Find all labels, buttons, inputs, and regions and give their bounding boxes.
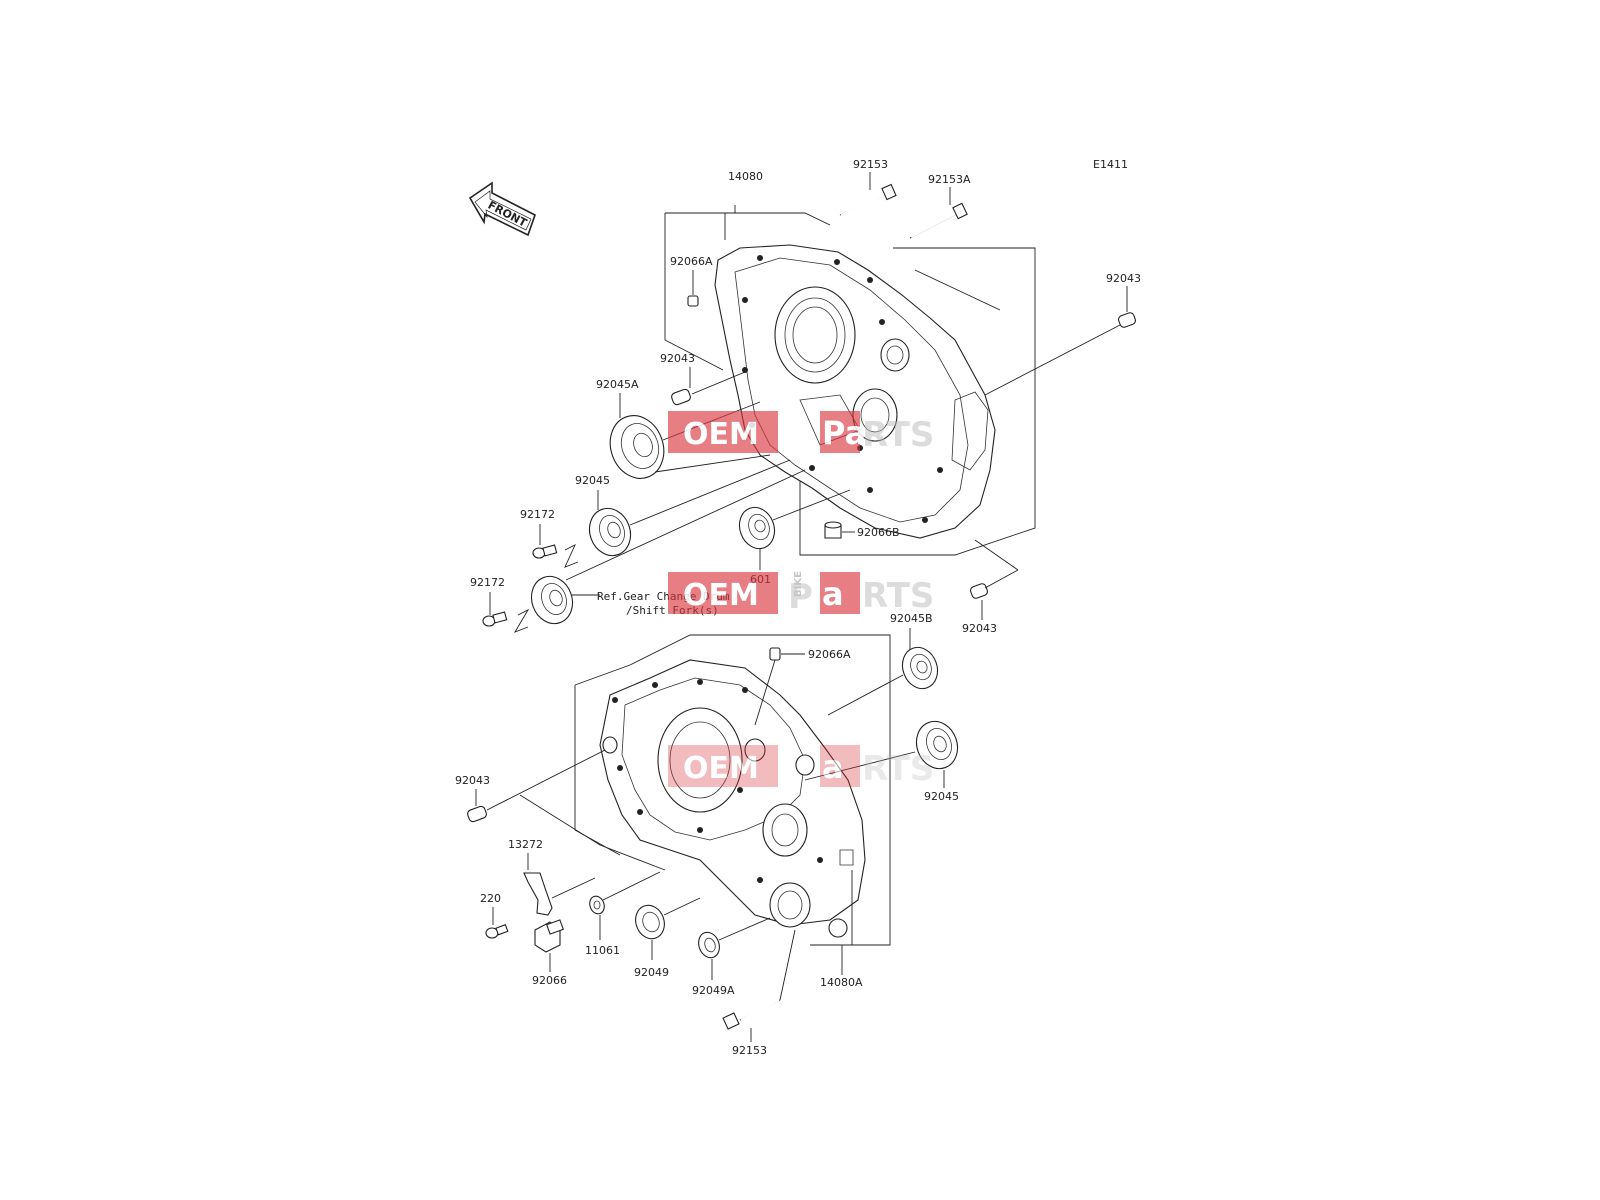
screw-92172-b: 92172 xyxy=(470,576,530,633)
label-14080A: 14080A xyxy=(820,976,863,989)
svg-text:RTS: RTS xyxy=(862,576,934,616)
bracket-13272: 13272 xyxy=(508,838,596,916)
label-92043-left-low: 92043 xyxy=(455,774,490,787)
svg-text:OEM: OEM xyxy=(683,417,759,452)
label-92066B: 92066B xyxy=(857,526,900,539)
label-92172-a: 92172 xyxy=(520,508,555,521)
plug-92066: 92066 xyxy=(532,919,567,987)
bolt-92153-bottom: 92153 xyxy=(722,929,796,1057)
plug-92066B: 92066B xyxy=(824,521,900,539)
label-92066A-mid: 92066A xyxy=(808,648,851,661)
upper-crankcase-group: 14080 xyxy=(664,170,1036,556)
gasket-11061: 11061 xyxy=(585,871,661,957)
label-92045B: 92045B xyxy=(890,612,933,625)
label-14080: 14080 xyxy=(728,170,763,183)
label-92153A: 92153A xyxy=(928,173,971,186)
label-92049: 92049 xyxy=(634,966,669,979)
label-92049A: 92049A xyxy=(692,984,735,997)
label-92043-left-top: 92043 xyxy=(660,352,695,365)
label-92172-b: 92172 xyxy=(470,576,505,589)
bearing-92045-right: 92045 xyxy=(804,720,959,803)
seal-92049A: 92049A xyxy=(692,917,771,997)
label-92045-top: 92045 xyxy=(575,474,610,487)
dowel-92043-right-top: 92043 xyxy=(984,272,1141,396)
label-92043-right-top: 92043 xyxy=(1106,272,1141,285)
screw-220: 220 xyxy=(480,892,509,939)
svg-text:OEM: OEM xyxy=(683,578,759,613)
svg-text:RTS: RTS xyxy=(862,749,934,789)
screw-92172-a: 92172 xyxy=(520,508,579,568)
lower-main-bore xyxy=(657,707,743,813)
upper-main-bore xyxy=(774,286,856,384)
svg-text:Pa: Pa xyxy=(822,414,866,452)
dowel-92043-left-low: 92043 xyxy=(455,749,606,823)
upper-crankcase-body xyxy=(714,244,996,539)
diagram-code: E1411 xyxy=(1093,158,1128,171)
front-arrow-icon: FRONT xyxy=(468,181,536,237)
dowel-92066A-mid: 92066A xyxy=(754,647,851,726)
bolt-92153-top: 92153 xyxy=(839,158,897,216)
label-11061: 11061 xyxy=(585,944,620,957)
label-92066: 92066 xyxy=(532,974,567,987)
bearing-92045-top: 92045 xyxy=(575,459,791,557)
svg-text:BIKE: BIKE xyxy=(793,571,804,597)
dowel-92043-mid-right: 92043 xyxy=(962,539,1019,635)
svg-text:a: a xyxy=(822,748,844,786)
label-92045A: 92045A xyxy=(596,378,639,391)
svg-text:OEM: OEM xyxy=(683,751,759,786)
watermark-3: OEM a RTS xyxy=(668,745,934,789)
svg-text:RTS: RTS xyxy=(862,415,934,455)
label-92153-bottom: 92153 xyxy=(732,1044,767,1057)
lower-crankcase-group: 14080A xyxy=(519,634,891,989)
seal-92049: 92049 xyxy=(634,897,701,979)
label-92066A-top: 92066A xyxy=(670,255,713,268)
label-13272: 13272 xyxy=(508,838,543,851)
bearing-92045B: 92045B xyxy=(827,612,939,716)
label-92043-mid-right: 92043 xyxy=(962,622,997,635)
svg-text:P: P xyxy=(788,577,813,617)
watermark-1: OEM Pa RTS xyxy=(668,411,934,455)
dowel-92043-left-top: 92043 xyxy=(660,352,746,406)
watermark-2: OEM BIKE P a RTS xyxy=(668,571,934,617)
label-92045-right: 92045 xyxy=(924,790,959,803)
dowel-92066A-top: 92066A xyxy=(670,255,713,307)
label-92153-top: 92153 xyxy=(853,158,888,171)
label-220: 220 xyxy=(480,892,501,905)
bolt-92153A: 92153A xyxy=(909,173,971,239)
svg-text:a: a xyxy=(822,575,844,613)
